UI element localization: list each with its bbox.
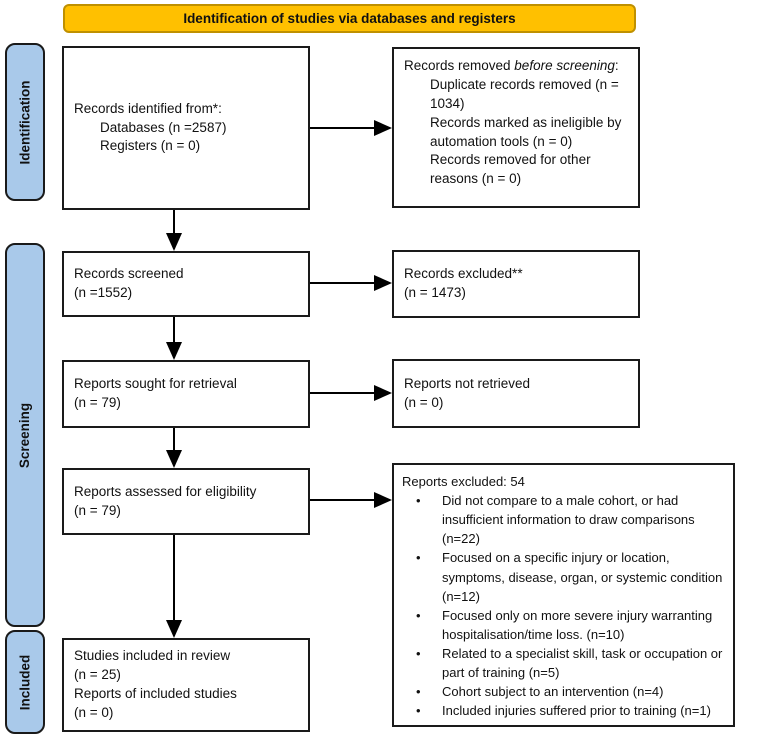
box-line-count: (n = 25) [74, 667, 121, 683]
box-line: Reports sought for retrieval [74, 376, 237, 392]
exclusion-reason: Focused only on more severe injury warra… [402, 606, 729, 644]
stage-tag-identification: Identification [5, 43, 45, 201]
box-line-count: (n = 1473) [404, 285, 466, 300]
box-line-count: (n = 0) [404, 394, 444, 410]
box-title: Records removed before screening: [404, 58, 619, 73]
exclusion-reason-list: Did not compare to a male cohort, or had… [402, 491, 729, 720]
exclusion-reason: Cohort subject to an intervention (n=4) [402, 682, 729, 701]
box-records-removed: Records removed before screening: Duplic… [392, 47, 640, 208]
stage-label-screening: Screening [17, 402, 33, 468]
box-line: Reports not retrieved [404, 375, 531, 391]
box-line: Studies included in review [74, 648, 231, 664]
box-line-count: (n = 0) [74, 704, 114, 720]
box-line-automation: Records marked as ineligible by automati… [430, 114, 622, 149]
box-line-registers: Registers (n = 0) [100, 138, 201, 154]
banner-label: Identification of studies via databases … [183, 11, 516, 26]
box-reports-excluded-reasons: Reports excluded: 54 Did not compare to … [392, 463, 735, 727]
box-line-other-reasons: Records removed for other reasons (n = 0… [430, 152, 591, 187]
box-line: Reports of included studies [74, 686, 237, 701]
box-title-italic: before screening [514, 58, 615, 73]
stage-label-included: Included [17, 654, 33, 710]
stage-label-identification: Identification [17, 80, 33, 164]
box-title: Records identified from*: [74, 100, 222, 116]
exclusion-reason: Included injuries suffered prior to trai… [402, 701, 729, 720]
box-reports-assessed: Reports assessed for eligibility (n = 79… [62, 468, 310, 535]
box-records-excluded: Records excluded** (n = 1473) [392, 250, 640, 318]
box-line-count: (n = 79) [74, 395, 121, 410]
box-reports-sought: Reports sought for retrieval (n = 79) [62, 360, 310, 428]
box-line: Records screened [74, 266, 184, 282]
box-records-screened: Records screened (n =1552) [62, 251, 310, 317]
exclusion-reason: Did not compare to a male cohort, or had… [402, 491, 729, 548]
stage-tag-included: Included [5, 630, 45, 734]
box-reports-not-retrieved: Reports not retrieved (n = 0) [392, 359, 640, 428]
box-line: Records excluded** [404, 266, 523, 282]
box-records-identified: Records identified from*: Databases (n =… [62, 46, 310, 210]
exclusion-reason: Focused on a specific injury or location… [402, 548, 729, 605]
box-studies-included: Studies included in review (n = 25) Repo… [62, 638, 310, 732]
box-title: Reports excluded: 54 [402, 474, 525, 489]
exclusion-reason: Related to a specialist skill, task or o… [402, 644, 729, 682]
banner-identification-via-databases: Identification of studies via databases … [63, 4, 636, 33]
box-line-count: (n =1552) [74, 285, 133, 300]
box-line-databases: Databases (n =2587) [100, 119, 227, 135]
box-line: Reports assessed for eligibility [74, 483, 257, 499]
box-line-duplicates: Duplicate records removed (n = 1034) [430, 76, 619, 111]
box-line-count: (n = 79) [74, 502, 121, 518]
stage-tag-screening: Screening [5, 243, 45, 627]
